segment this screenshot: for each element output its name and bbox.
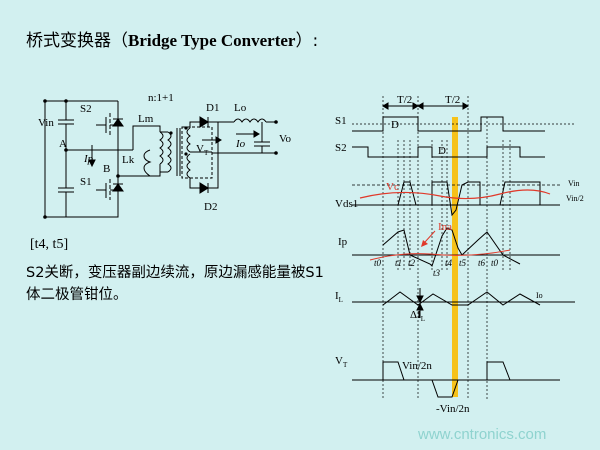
label-vin: Vin (38, 117, 54, 129)
label-t6: t6 (478, 258, 486, 268)
title-chinese: 桥式变换器（ (26, 31, 128, 51)
watermark: www.cntronics.com (418, 426, 547, 443)
label-ina: Ina (438, 221, 452, 233)
label-t2: t2 (408, 258, 416, 268)
label-d2: D2 (204, 201, 217, 213)
t4-t5-highlight (452, 117, 458, 397)
label-node-a: A (59, 138, 67, 150)
label-node-b: B (103, 163, 110, 175)
label-t5: t5 (459, 258, 467, 268)
label-t1: t1 (395, 258, 402, 268)
label-ip: Ip (83, 153, 94, 165)
slide-title: 桥式变换器（Bridge Type Converter）: (26, 26, 318, 51)
label-half-period-1: T/2 (397, 94, 412, 106)
label-vt: VT (196, 143, 209, 157)
label-vt-wave: VT (335, 355, 348, 369)
label-il: IL (335, 290, 343, 304)
label-lk: Lk (122, 154, 135, 166)
label-io: Io (235, 138, 246, 150)
label-half-period-2: T/2 (445, 94, 460, 106)
label-vo: Vo (279, 133, 292, 145)
label-vin-2n: Vin/2n (402, 360, 432, 372)
title-english: Bridge Type Converter (128, 31, 296, 50)
label-ratio: n:1+1 (148, 92, 174, 104)
description-text: S2关断，变压器副边续流，原边漏感能量被S1体二极管钳位。 (26, 265, 324, 303)
label-vin-right: Vin (568, 179, 580, 188)
label-delta-il: ΔIL (410, 309, 425, 323)
label-ip-wave: Ip (338, 236, 348, 248)
title-tail: ）: (295, 31, 319, 51)
label-t0-second: t0 (491, 258, 499, 268)
label-d1: D1 (206, 102, 219, 114)
label-d-s2: D (438, 145, 446, 157)
label-t0: t0 (374, 258, 382, 268)
label-s2: S2 (80, 103, 92, 115)
time-interval: [t4, t5] (30, 237, 69, 252)
label-d-s1: D (391, 119, 399, 131)
label-vds1: Vds1 (335, 198, 358, 210)
label-neg-vin-2n: -Vin/2n (436, 403, 470, 415)
label-s2-wave: S2 (335, 142, 347, 154)
label-vin-half: Vin/2 (566, 194, 584, 203)
label-vc: Vc (386, 181, 399, 193)
bridge-converter-schematic: Vin S2 S1 A B Ip Lm Lk n:1+1 VT D1 D2 Lo… (38, 92, 292, 219)
label-s1-wave: S1 (335, 115, 347, 127)
label-lo: Lo (234, 102, 247, 114)
label-io-wave: Io (536, 291, 543, 300)
label-t4: t4 (445, 258, 453, 268)
label-lm: Lm (138, 113, 154, 125)
label-t3: t3 (433, 268, 441, 278)
label-s1: S1 (80, 176, 92, 188)
